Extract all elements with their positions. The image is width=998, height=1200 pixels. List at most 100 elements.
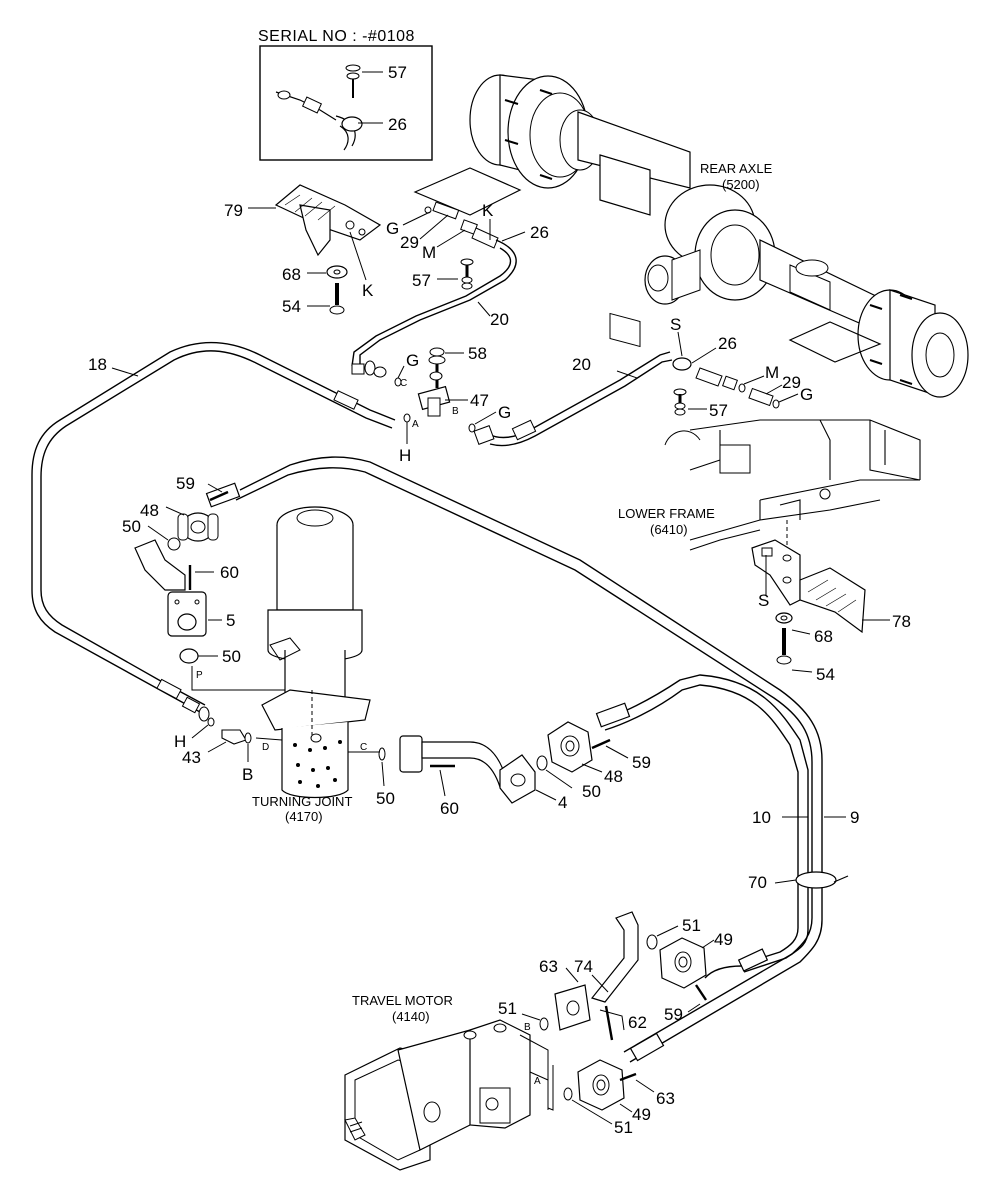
port-p: P	[196, 670, 203, 681]
callout-79: 79	[224, 201, 243, 220]
callout-g: G	[498, 403, 511, 422]
inset-frame	[259, 45, 433, 161]
hose-clamp-70	[795, 871, 849, 889]
callout-68: 68	[282, 265, 301, 284]
callout-s: S	[670, 315, 681, 334]
callout-47: 47	[470, 391, 489, 410]
callout-20: 20	[490, 310, 509, 329]
callout-63: 63	[539, 957, 558, 976]
block-5	[134, 539, 207, 637]
callout-50: 50	[582, 782, 601, 801]
flange-49-lower	[577, 1059, 625, 1111]
turning-joint-drawing	[261, 506, 371, 799]
flange-48-upper	[177, 512, 219, 542]
callout-29: 29	[782, 373, 801, 392]
lower-frame-code: (6410)	[650, 522, 688, 537]
callout-54: 54	[282, 297, 301, 316]
port-b: B	[452, 406, 459, 417]
callout-g: G	[800, 385, 813, 404]
callout-26: 26	[530, 223, 549, 242]
callout-k: K	[362, 281, 374, 300]
callout-m: M	[765, 363, 779, 382]
adapter-43	[221, 729, 252, 745]
port-a: A	[412, 419, 419, 430]
port-d: D	[262, 742, 269, 753]
travel-motor-name: TRAVEL MOTOR	[352, 993, 453, 1008]
callout-g: G	[386, 219, 399, 238]
pipe-4	[399, 735, 536, 804]
callout-48: 48	[604, 767, 623, 786]
callout-70: 70	[748, 873, 767, 892]
callout-49: 49	[714, 930, 733, 949]
hose-9-10	[205, 456, 823, 1063]
callout-48: 48	[140, 501, 159, 520]
bolt-57-right	[673, 388, 687, 416]
callout-59: 59	[664, 1005, 683, 1024]
bolt-57-upper	[460, 258, 474, 290]
right-fittings	[672, 357, 780, 409]
pipe-74	[554, 911, 639, 1031]
callout-51: 51	[682, 916, 701, 935]
callout-s: S	[758, 591, 769, 610]
oring-51-mid	[539, 1017, 549, 1031]
leader-s-plane	[788, 321, 882, 363]
lower-frame-drawing	[664, 419, 921, 600]
callout-26-inset: 26	[388, 115, 407, 134]
oring-51-upper	[646, 934, 658, 950]
callout-78: 78	[892, 612, 911, 631]
callout-50: 50	[376, 789, 395, 808]
callout-54: 54	[816, 665, 835, 684]
port-a: A	[534, 1076, 541, 1087]
callout-74: 74	[574, 957, 593, 976]
callout-5: 5	[226, 611, 235, 630]
callout-60: 60	[440, 799, 459, 818]
callout-50: 50	[122, 517, 141, 536]
callout-63: 63	[656, 1089, 675, 1108]
callout-labels: 79 68 54 K K G 29 M 26 57 20 18 58 G 47 …	[88, 201, 911, 1137]
callout-9: 9	[850, 808, 859, 827]
callout-h: H	[399, 446, 411, 465]
hose-18	[31, 341, 396, 722]
bolt-54	[329, 283, 345, 315]
callout-62: 62	[628, 1013, 647, 1032]
bracket-79	[274, 184, 382, 257]
callout-g: G	[406, 351, 419, 370]
callout-57-inset: 57	[388, 63, 407, 82]
callout-50: 50	[222, 647, 241, 666]
callout-51: 51	[614, 1118, 633, 1137]
turning-joint-code: (4170)	[285, 809, 323, 824]
rear-axle-name: REAR AXLE	[700, 161, 773, 176]
callout-26: 26	[718, 334, 737, 353]
serial-label: SERIAL NO : -#0108	[258, 28, 415, 45]
oring-51-lower	[563, 1087, 573, 1101]
callout-m: M	[422, 243, 436, 262]
callout-4: 4	[558, 793, 567, 812]
callout-h: H	[174, 732, 186, 751]
travel-motor-drawing	[344, 1019, 554, 1171]
callout-60: 60	[220, 563, 239, 582]
rear-axle-drawing	[413, 74, 969, 398]
lower-frame-name: LOWER FRAME	[618, 506, 715, 521]
inset-bolt	[345, 64, 361, 98]
port-c: C	[400, 378, 407, 389]
port-c: C	[360, 742, 367, 753]
callout-51: 51	[498, 999, 517, 1018]
callout-59: 59	[632, 753, 651, 772]
callout-18: 18	[88, 355, 107, 374]
flange-49-upper	[659, 937, 707, 989]
callout-b: B	[242, 765, 253, 784]
callout-59: 59	[176, 474, 195, 493]
callout-29: 29	[400, 233, 419, 252]
bracket-78	[751, 539, 866, 634]
oring-50-plug	[179, 648, 199, 664]
callout-43: 43	[182, 748, 201, 767]
serial-inset: SERIAL NO : -#0108 57 26	[258, 28, 433, 161]
turning-joint-name: TURNING JOINT	[252, 794, 352, 809]
flange-48-lower	[547, 721, 593, 773]
callout-10: 10	[752, 808, 771, 827]
travel-motor-code: (4140)	[392, 1009, 430, 1024]
callout-68: 68	[814, 627, 833, 646]
callout-57: 57	[709, 401, 728, 420]
inset-clamp	[341, 116, 363, 132]
